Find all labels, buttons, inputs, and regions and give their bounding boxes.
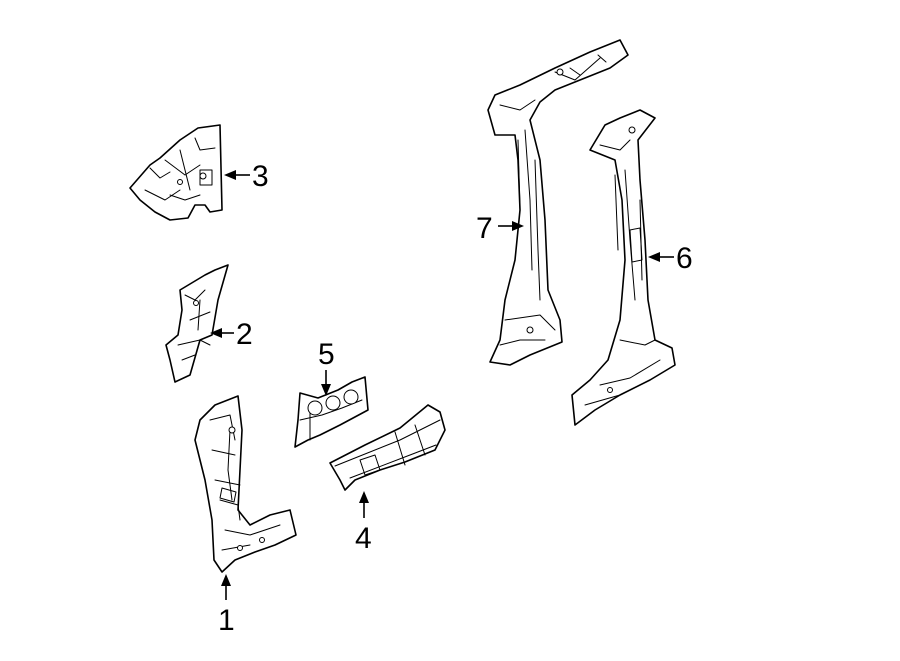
leader-2 [210, 328, 234, 338]
leader-5 [321, 370, 331, 396]
leader-1 [221, 574, 231, 600]
callout-7: 7 [476, 212, 493, 245]
callout-6: 6 [676, 242, 693, 275]
callout-3: 3 [252, 160, 269, 193]
leader-7 [498, 221, 524, 231]
leader-4 [359, 491, 369, 518]
callout-4: 4 [355, 522, 372, 555]
leader-6 [648, 252, 674, 262]
part-4 [329, 404, 446, 491]
callout-1: 1 [218, 604, 235, 637]
part-1 [194, 395, 297, 573]
part-7 [487, 39, 629, 366]
callout-2: 2 [236, 318, 253, 351]
part-3 [129, 124, 223, 221]
leader-3 [224, 170, 250, 180]
part-5 [294, 376, 369, 448]
part-6 [571, 109, 676, 426]
part-2 [165, 264, 229, 383]
callout-5: 5 [318, 338, 335, 371]
